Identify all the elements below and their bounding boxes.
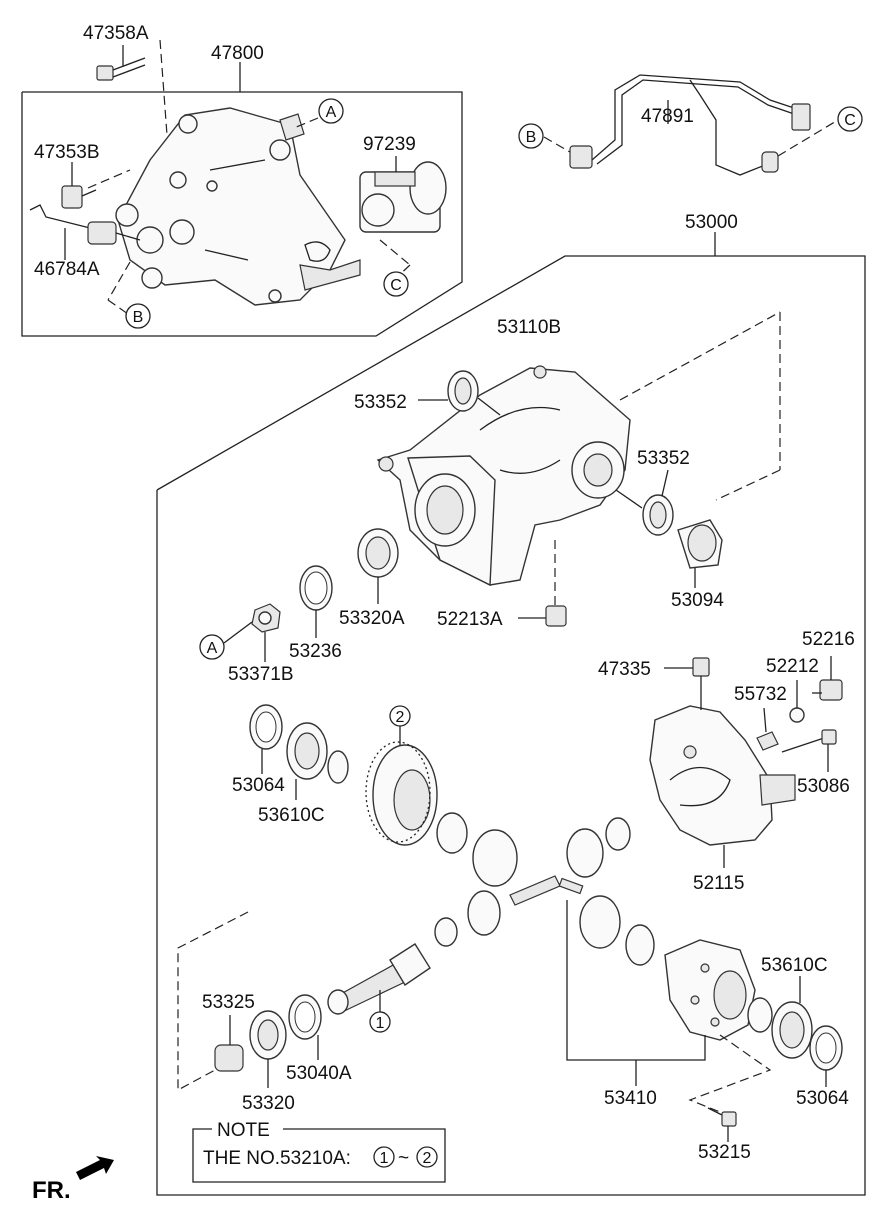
label-47353B: 47353B [34,142,100,163]
ref-circle-one: 1 [369,1011,391,1033]
nut-53371B [223,603,281,662]
label-52213A: 52213A [437,609,503,630]
differential-internals [434,812,655,966]
label-53110B: 53110B [497,317,561,338]
seal-53064-left [249,704,283,774]
ref-circle-a-top: A [318,98,344,124]
plug-52213A [518,540,567,627]
label-97239: 97239 [363,134,416,155]
label-53040A: 53040A [286,1063,352,1084]
label-53325: 53325 [202,992,255,1013]
front-label: FR. [32,1177,71,1204]
note-range-end: 2 [423,1150,432,1167]
pin-55732 [756,707,779,751]
label-53410: 53410 [604,1088,657,1109]
seal-53040A [288,994,322,1060]
spacer-53325 [214,1015,244,1072]
label-52212: 52212 [766,656,819,677]
bolt-47358A-drawing [96,39,168,136]
cover-52115 [649,705,796,868]
note-text: THE NO.53210A: [203,1148,351,1169]
bolt-53086 [781,729,837,772]
ref-circle-b-bottom: B [125,303,151,329]
front-arrow-icon [76,1156,114,1180]
plug-52216 [812,656,843,701]
bearing-53320 [249,1010,287,1088]
svg-text:2: 2 [396,709,405,726]
sensor-drawing [29,185,141,245]
svg-text:A: A [326,104,337,121]
note-tilde: ~ [398,1148,409,1169]
bearing-53320A [357,528,399,604]
ref-circle-c-harness: C [837,106,863,132]
housing-drawing [376,311,781,587]
svg-text:B: B [133,309,144,326]
label-53215: 53215 [698,1142,751,1163]
label-53320A: 53320A [339,608,405,629]
ref-circle-a-nut: A [199,634,225,660]
gasket-52212 [789,680,805,723]
actuator-housing-drawing [115,107,361,306]
front-direction-indicator: FR. [32,1156,114,1204]
svg-text:A: A [207,640,218,657]
seal-53352-right [615,469,674,536]
label-53610C-right: 53610C [761,955,828,976]
svg-text:C: C [844,112,856,129]
label-53236: 53236 [289,641,342,662]
seal-53064-right [809,1025,843,1087]
label-53352-top: 53352 [354,392,407,413]
shim-53236 [299,565,333,638]
breather-47335 [664,657,710,710]
label-53086: 53086 [797,776,850,797]
bearing-53610C-right [747,976,813,1059]
ref-circle-b-harness: B [518,123,544,149]
svg-text:1: 1 [376,1015,385,1032]
wiring-harness-drawing [543,74,839,176]
label-53064-right: 53064 [796,1088,849,1109]
actuator-assembly-box [21,62,463,337]
label-52216: 52216 [802,629,855,650]
label-55732: 55732 [734,684,787,705]
note-range-start: 1 [380,1150,389,1167]
differential-assembly-box [156,232,866,1196]
label-53000: 53000 [685,212,738,233]
label-47335: 47335 [598,659,651,680]
label-46784A: 46784A [34,259,100,280]
label-47358A: 47358A [83,23,149,44]
pinion-gear-drawing [327,943,431,1015]
label-53610C-left: 53610C [258,805,325,826]
label-47800: 47800 [211,43,264,64]
label-53371B: 53371B [228,664,294,685]
label-52115: 52115 [693,873,744,894]
label-53352-right: 53352 [637,448,690,469]
flange-53094 [677,519,723,588]
ref-circle-c-bottom: C [383,271,409,297]
label-53320: 53320 [242,1093,295,1114]
ref-circle-two: 2 [389,705,411,727]
bearing-53610C-left [286,722,349,800]
note-box: NOTE THE NO.53210A: 1 ~ 2 [192,1120,446,1183]
diff-case-53410 [566,900,772,1113]
label-47891: 47891 [641,106,694,127]
label-53094: 53094 [671,590,724,611]
bolt-53215 [707,1107,737,1142]
seal-53352-top [418,370,501,416]
svg-text:B: B [526,129,537,146]
ring-gear-drawing [365,726,438,846]
label-53064-left: 53064 [232,775,285,796]
svg-text:C: C [390,277,402,294]
note-title: NOTE [217,1120,270,1141]
motor-drawing [359,161,447,233]
